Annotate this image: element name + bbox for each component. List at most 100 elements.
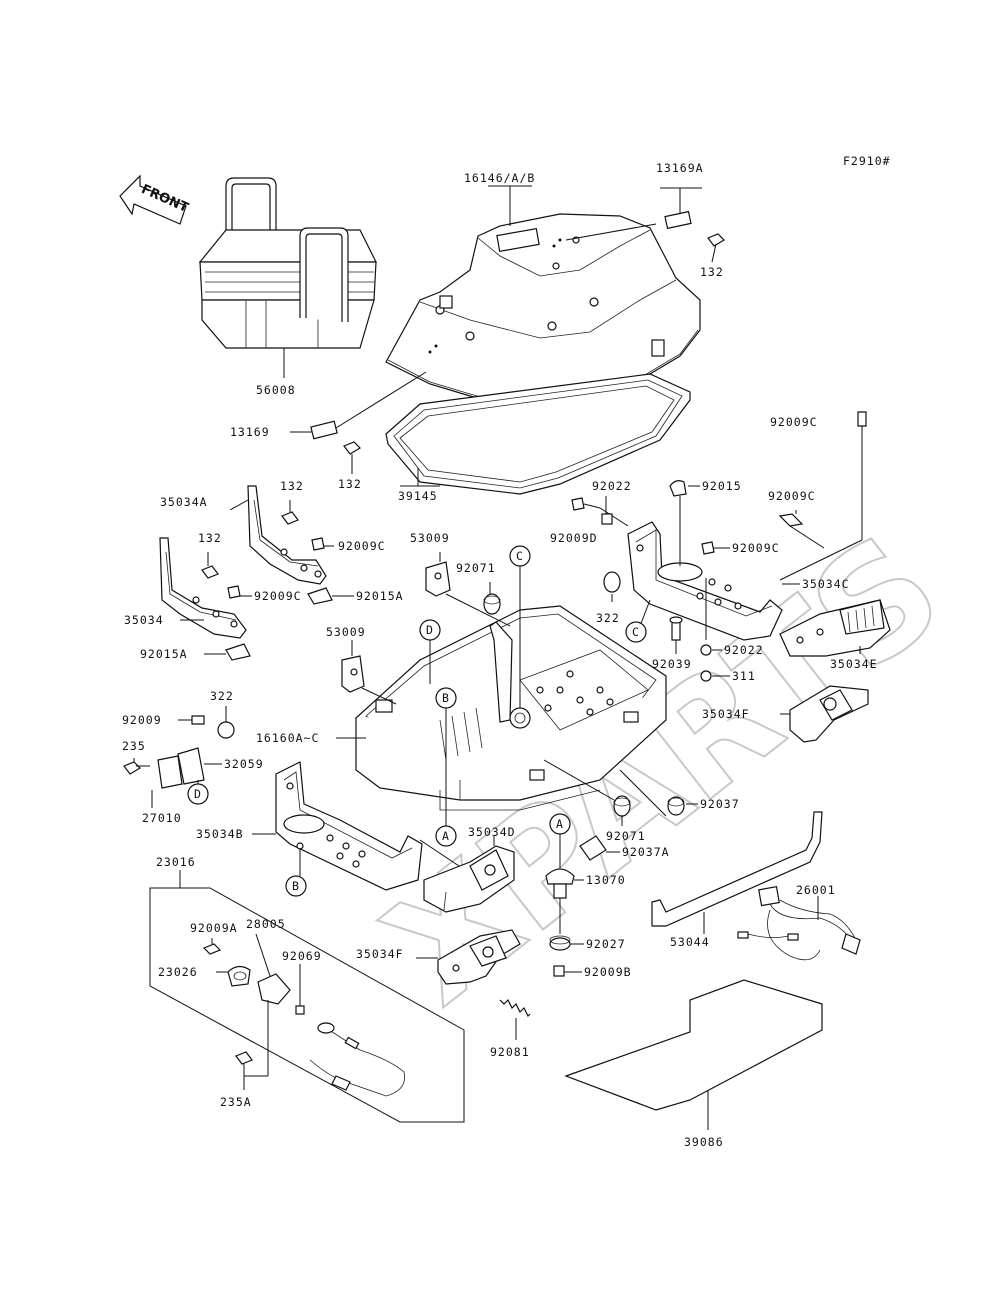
part-label-92009C: 92009C bbox=[732, 541, 780, 555]
part-label-16146: 16146/A/B bbox=[464, 171, 535, 185]
part-label-35034F: 35034F bbox=[356, 947, 404, 961]
part-label-35034B: 35034B bbox=[196, 827, 244, 841]
top-lid-16146 bbox=[385, 185, 701, 411]
part-label-92009C: 92009C bbox=[770, 415, 818, 429]
bracket-35034 bbox=[159, 537, 252, 661]
collar-322-upper bbox=[603, 571, 621, 602]
part-label-35034A: 35034A bbox=[160, 495, 208, 509]
plate-13169 bbox=[290, 371, 427, 474]
part-label-39145: 39145 bbox=[398, 489, 438, 503]
part-label-235A: 235A bbox=[220, 1095, 252, 1109]
bolt-92009C-right-a bbox=[701, 541, 730, 555]
grommet-92071-upper bbox=[483, 582, 501, 615]
part-label-23016: 23016 bbox=[156, 855, 196, 869]
part-label-32059: 32059 bbox=[224, 757, 264, 771]
part-label-132: 132 bbox=[280, 479, 304, 493]
part-label-28005: 28005 bbox=[246, 917, 286, 931]
part-label-92069: 92069 bbox=[282, 949, 322, 963]
part-label-92009C: 92009C bbox=[768, 489, 816, 503]
bolt-92009 bbox=[178, 715, 205, 725]
part-label-35034C: 35034C bbox=[802, 577, 850, 591]
part-label-92081: 92081 bbox=[490, 1045, 530, 1059]
ref-circle-D2: D bbox=[187, 783, 209, 805]
part-label-92037A: 92037A bbox=[622, 845, 670, 859]
part-label-92009: 92009 bbox=[122, 713, 162, 727]
part-label-92009C: 92009C bbox=[254, 589, 302, 603]
cap-92015 bbox=[669, 480, 700, 566]
bolt-92009D bbox=[571, 497, 629, 527]
part-label-92022: 92022 bbox=[592, 479, 632, 493]
nut-311 bbox=[700, 670, 730, 682]
damper-32059 bbox=[157, 747, 222, 789]
part-label-92009C: 92009C bbox=[338, 539, 386, 553]
bolt-235 bbox=[123, 758, 150, 775]
part-label-92071: 92071 bbox=[606, 829, 646, 843]
part-label-23026: 23026 bbox=[158, 965, 198, 979]
base-tray-16160 bbox=[336, 566, 667, 826]
part-label-13070: 13070 bbox=[586, 873, 626, 887]
part-label-311: 311 bbox=[732, 669, 756, 683]
ref-circle-B1: B bbox=[435, 687, 457, 709]
part-label-92015A: 92015A bbox=[356, 589, 404, 603]
ref-circle-D1: D bbox=[419, 619, 441, 641]
bracket-35034E bbox=[779, 599, 891, 657]
small-case-56008 bbox=[198, 177, 377, 378]
spring-92081 bbox=[499, 998, 531, 1040]
part-label-322: 322 bbox=[210, 689, 234, 703]
pin-92039 bbox=[669, 616, 683, 654]
part-label-322: 322 bbox=[596, 611, 620, 625]
figure-code: F2910# bbox=[843, 154, 891, 168]
nut-92022-upper bbox=[601, 496, 613, 525]
part-label-92022: 92022 bbox=[724, 643, 764, 657]
rubber-92037A bbox=[579, 835, 620, 861]
part-label-27010: 27010 bbox=[142, 811, 182, 825]
collar-322-left bbox=[217, 706, 235, 739]
ref-letter: A bbox=[442, 829, 450, 843]
part-label-235: 235 bbox=[122, 739, 146, 753]
part-label-13169: 13169 bbox=[230, 425, 270, 439]
stay-53009-upper bbox=[425, 552, 511, 627]
rail-53044 bbox=[651, 811, 823, 934]
part-label-92009A: 92009A bbox=[190, 921, 238, 935]
mat-39086 bbox=[564, 979, 823, 1130]
plate-13169A bbox=[660, 187, 725, 263]
part-label-13169A: 13169A bbox=[656, 161, 704, 175]
ref-circle-C1: C bbox=[509, 545, 531, 567]
part-label-92015A: 92015A bbox=[140, 647, 188, 661]
part-label-35034D: 35034D bbox=[468, 825, 516, 839]
part-label-92009D: 92009D bbox=[550, 531, 598, 545]
ref-circle-A1: A bbox=[435, 825, 457, 847]
part-label-92015: 92015 bbox=[702, 479, 742, 493]
ref-letter: D bbox=[194, 787, 202, 801]
bracket-35034D bbox=[423, 836, 515, 913]
part-label-53009: 53009 bbox=[326, 625, 366, 639]
part-label-132: 132 bbox=[198, 531, 222, 545]
part-label-53044: 53044 bbox=[670, 935, 710, 949]
part-label-39086: 39086 bbox=[684, 1135, 724, 1149]
part-label-53009: 53009 bbox=[410, 531, 450, 545]
stopper-13070 bbox=[545, 834, 584, 934]
bolt-92009B bbox=[553, 965, 582, 977]
part-label-92071: 92071 bbox=[456, 561, 496, 575]
part-label-132: 132 bbox=[700, 265, 724, 279]
part-label-132: 132 bbox=[338, 477, 362, 491]
bolt-92009C-right-c bbox=[779, 411, 867, 581]
ref-letter: D bbox=[426, 623, 434, 637]
lock-kit-23016 bbox=[149, 870, 465, 1123]
part-label-26001: 26001 bbox=[796, 883, 836, 897]
part-label-16160: 16160A~C bbox=[256, 731, 319, 745]
bracket-35034F-upper bbox=[780, 685, 869, 743]
ref-letter: C bbox=[516, 549, 524, 563]
part-label-92009B: 92009B bbox=[584, 965, 632, 979]
ref-letter: B bbox=[442, 691, 450, 705]
rubber-92037 bbox=[619, 769, 698, 817]
stay-53009-lower bbox=[341, 640, 397, 705]
bracket-35034A bbox=[229, 485, 354, 605]
part-label-56008: 56008 bbox=[256, 383, 296, 397]
part-label-35034E: 35034E bbox=[830, 657, 878, 671]
part-label-92039: 92039 bbox=[652, 657, 692, 671]
bush-92027 bbox=[549, 935, 584, 951]
front-arrow-icon: FRONT bbox=[119, 174, 191, 225]
ref-letter: A bbox=[556, 817, 564, 831]
harness-26001 bbox=[737, 886, 861, 961]
